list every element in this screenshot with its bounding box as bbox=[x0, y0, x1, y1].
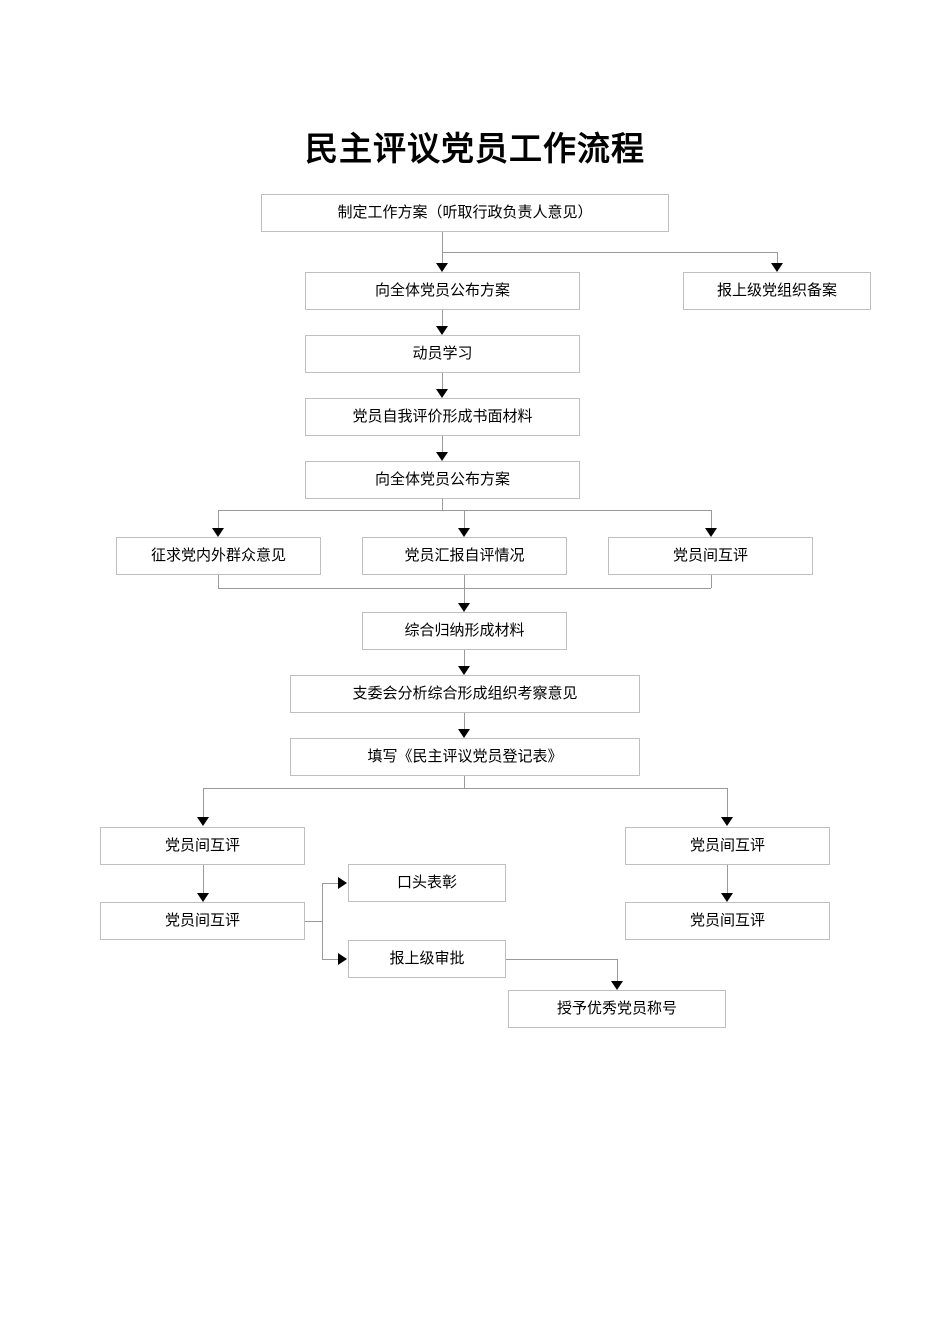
edge-n14-n17 bbox=[727, 865, 728, 893]
arrow-to-n14 bbox=[721, 817, 733, 826]
node-label: 党员间互评 bbox=[672, 548, 748, 564]
node-mutual-evaluation-left-2[interactable]: 党员间互评 bbox=[100, 902, 305, 940]
arrow-to-n11 bbox=[458, 666, 470, 675]
edge-n5-n6 bbox=[442, 436, 443, 453]
node-fill-registration-form[interactable]: 填写《民主评议党员登记表》 bbox=[290, 738, 640, 776]
arrow-to-n13 bbox=[197, 817, 209, 826]
edge-n18-drop bbox=[617, 959, 618, 981]
node-report-self-evaluation[interactable]: 党员汇报自评情况 bbox=[362, 537, 567, 575]
edge-fanout-center bbox=[464, 510, 465, 528]
node-submit-for-approval[interactable]: 报上级审批 bbox=[348, 940, 506, 978]
arrow-to-n19 bbox=[611, 981, 623, 990]
arrow-to-n2 bbox=[436, 263, 448, 272]
edge-n4-n5 bbox=[442, 373, 443, 390]
arrow-to-n17 bbox=[721, 893, 733, 902]
node-report-to-superior-party-org[interactable]: 报上级党组织备案 bbox=[683, 272, 871, 310]
page-title: 民主评议党员工作流程 bbox=[305, 132, 645, 168]
node-synthesize-material[interactable]: 综合归纳形成材料 bbox=[362, 612, 567, 650]
edge-n12-stem bbox=[464, 776, 465, 788]
edge-n1-split-bar bbox=[442, 252, 777, 253]
node-label: 向全体党员公布方案 bbox=[374, 283, 510, 299]
edge-n13-n16 bbox=[203, 865, 204, 893]
arrow-to-n12 bbox=[458, 729, 470, 738]
arrow-to-n4 bbox=[436, 326, 448, 335]
node-label: 党员汇报自评情况 bbox=[404, 548, 525, 564]
node-label: 动员学习 bbox=[412, 346, 473, 362]
edge-n6-stem bbox=[442, 499, 443, 510]
arrow-to-n8 bbox=[458, 528, 470, 537]
arrow-to-n7 bbox=[212, 528, 224, 537]
node-verbal-commendation[interactable]: 口头表彰 bbox=[348, 864, 506, 902]
node-label: 党员间互评 bbox=[689, 838, 765, 854]
node-label: 党员自我评价形成书面材料 bbox=[352, 409, 533, 425]
node-mobilization-study[interactable]: 动员学习 bbox=[305, 335, 580, 373]
arrow-to-n6 bbox=[436, 452, 448, 461]
edge-merge-right-stem bbox=[711, 575, 712, 588]
edge-n1-to-n2 bbox=[442, 252, 443, 264]
arrow-to-n18 bbox=[338, 953, 347, 965]
node-label: 制定工作方案（听取行政负责人意见） bbox=[337, 205, 593, 221]
edge-n16-exit bbox=[305, 921, 322, 922]
node-solicit-opinions[interactable]: 征求党内外群众意见 bbox=[116, 537, 321, 575]
edge-bottom-split-left bbox=[203, 788, 204, 818]
node-mutual-evaluation-right-1[interactable]: 党员间互评 bbox=[625, 827, 830, 865]
node-branch-committee-analysis[interactable]: 支委会分析综合形成组织考察意见 bbox=[290, 675, 640, 713]
edge-n16-split-vertical bbox=[322, 883, 323, 959]
node-mutual-evaluation-1[interactable]: 党员间互评 bbox=[608, 537, 813, 575]
edge-bottom-split-bar bbox=[203, 788, 727, 789]
node-label: 支委会分析综合形成组织考察意见 bbox=[352, 686, 578, 702]
node-label: 向全体党员公布方案 bbox=[374, 472, 510, 488]
arrow-to-n15 bbox=[338, 877, 347, 889]
node-label: 报上级审批 bbox=[389, 951, 465, 967]
arrow-to-n5 bbox=[436, 389, 448, 398]
node-label: 党员间互评 bbox=[164, 838, 240, 854]
edge-n11-n12 bbox=[464, 713, 465, 730]
node-announce-plan-to-all-members-2[interactable]: 向全体党员公布方案 bbox=[305, 461, 580, 499]
node-award-outstanding-member-title[interactable]: 授予优秀党员称号 bbox=[508, 990, 726, 1028]
edge-n10-n11 bbox=[464, 650, 465, 667]
edge-n1-stem bbox=[442, 232, 443, 252]
node-label: 党员间互评 bbox=[689, 913, 765, 929]
node-label: 党员间互评 bbox=[164, 913, 240, 929]
node-formulate-work-plan[interactable]: 制定工作方案（听取行政负责人意见） bbox=[261, 194, 669, 232]
node-label: 综合归纳形成材料 bbox=[404, 623, 525, 639]
edge-merge-left-stem bbox=[218, 575, 219, 588]
edge-bottom-split-right bbox=[727, 788, 728, 818]
edge-n1-to-n3 bbox=[777, 252, 778, 264]
node-label: 口头表彰 bbox=[396, 875, 457, 891]
node-label: 授予优秀党员称号 bbox=[556, 1001, 677, 1017]
edge-fanout-right bbox=[711, 510, 712, 528]
node-label: 征求党内外群众意见 bbox=[150, 548, 286, 564]
arrow-to-n16 bbox=[197, 893, 209, 902]
arrow-to-n3 bbox=[771, 263, 783, 272]
node-label: 报上级党组织备案 bbox=[716, 283, 837, 299]
edge-merge-center-stem bbox=[464, 575, 465, 603]
edge-n2-n4 bbox=[442, 310, 443, 327]
node-mutual-evaluation-right-2[interactable]: 党员间互评 bbox=[625, 902, 830, 940]
edge-fanout-left bbox=[218, 510, 219, 528]
edge-to-n18 bbox=[322, 959, 339, 960]
node-announce-plan-to-all-members[interactable]: 向全体党员公布方案 bbox=[305, 272, 580, 310]
node-label: 填写《民主评议党员登记表》 bbox=[367, 749, 563, 765]
edge-to-n15 bbox=[322, 883, 339, 884]
node-mutual-evaluation-left-1[interactable]: 党员间互评 bbox=[100, 827, 305, 865]
node-self-evaluation-written-material[interactable]: 党员自我评价形成书面材料 bbox=[305, 398, 580, 436]
arrow-to-n10 bbox=[458, 603, 470, 612]
edge-n18-exit bbox=[506, 959, 617, 960]
arrow-to-n9 bbox=[705, 528, 717, 537]
